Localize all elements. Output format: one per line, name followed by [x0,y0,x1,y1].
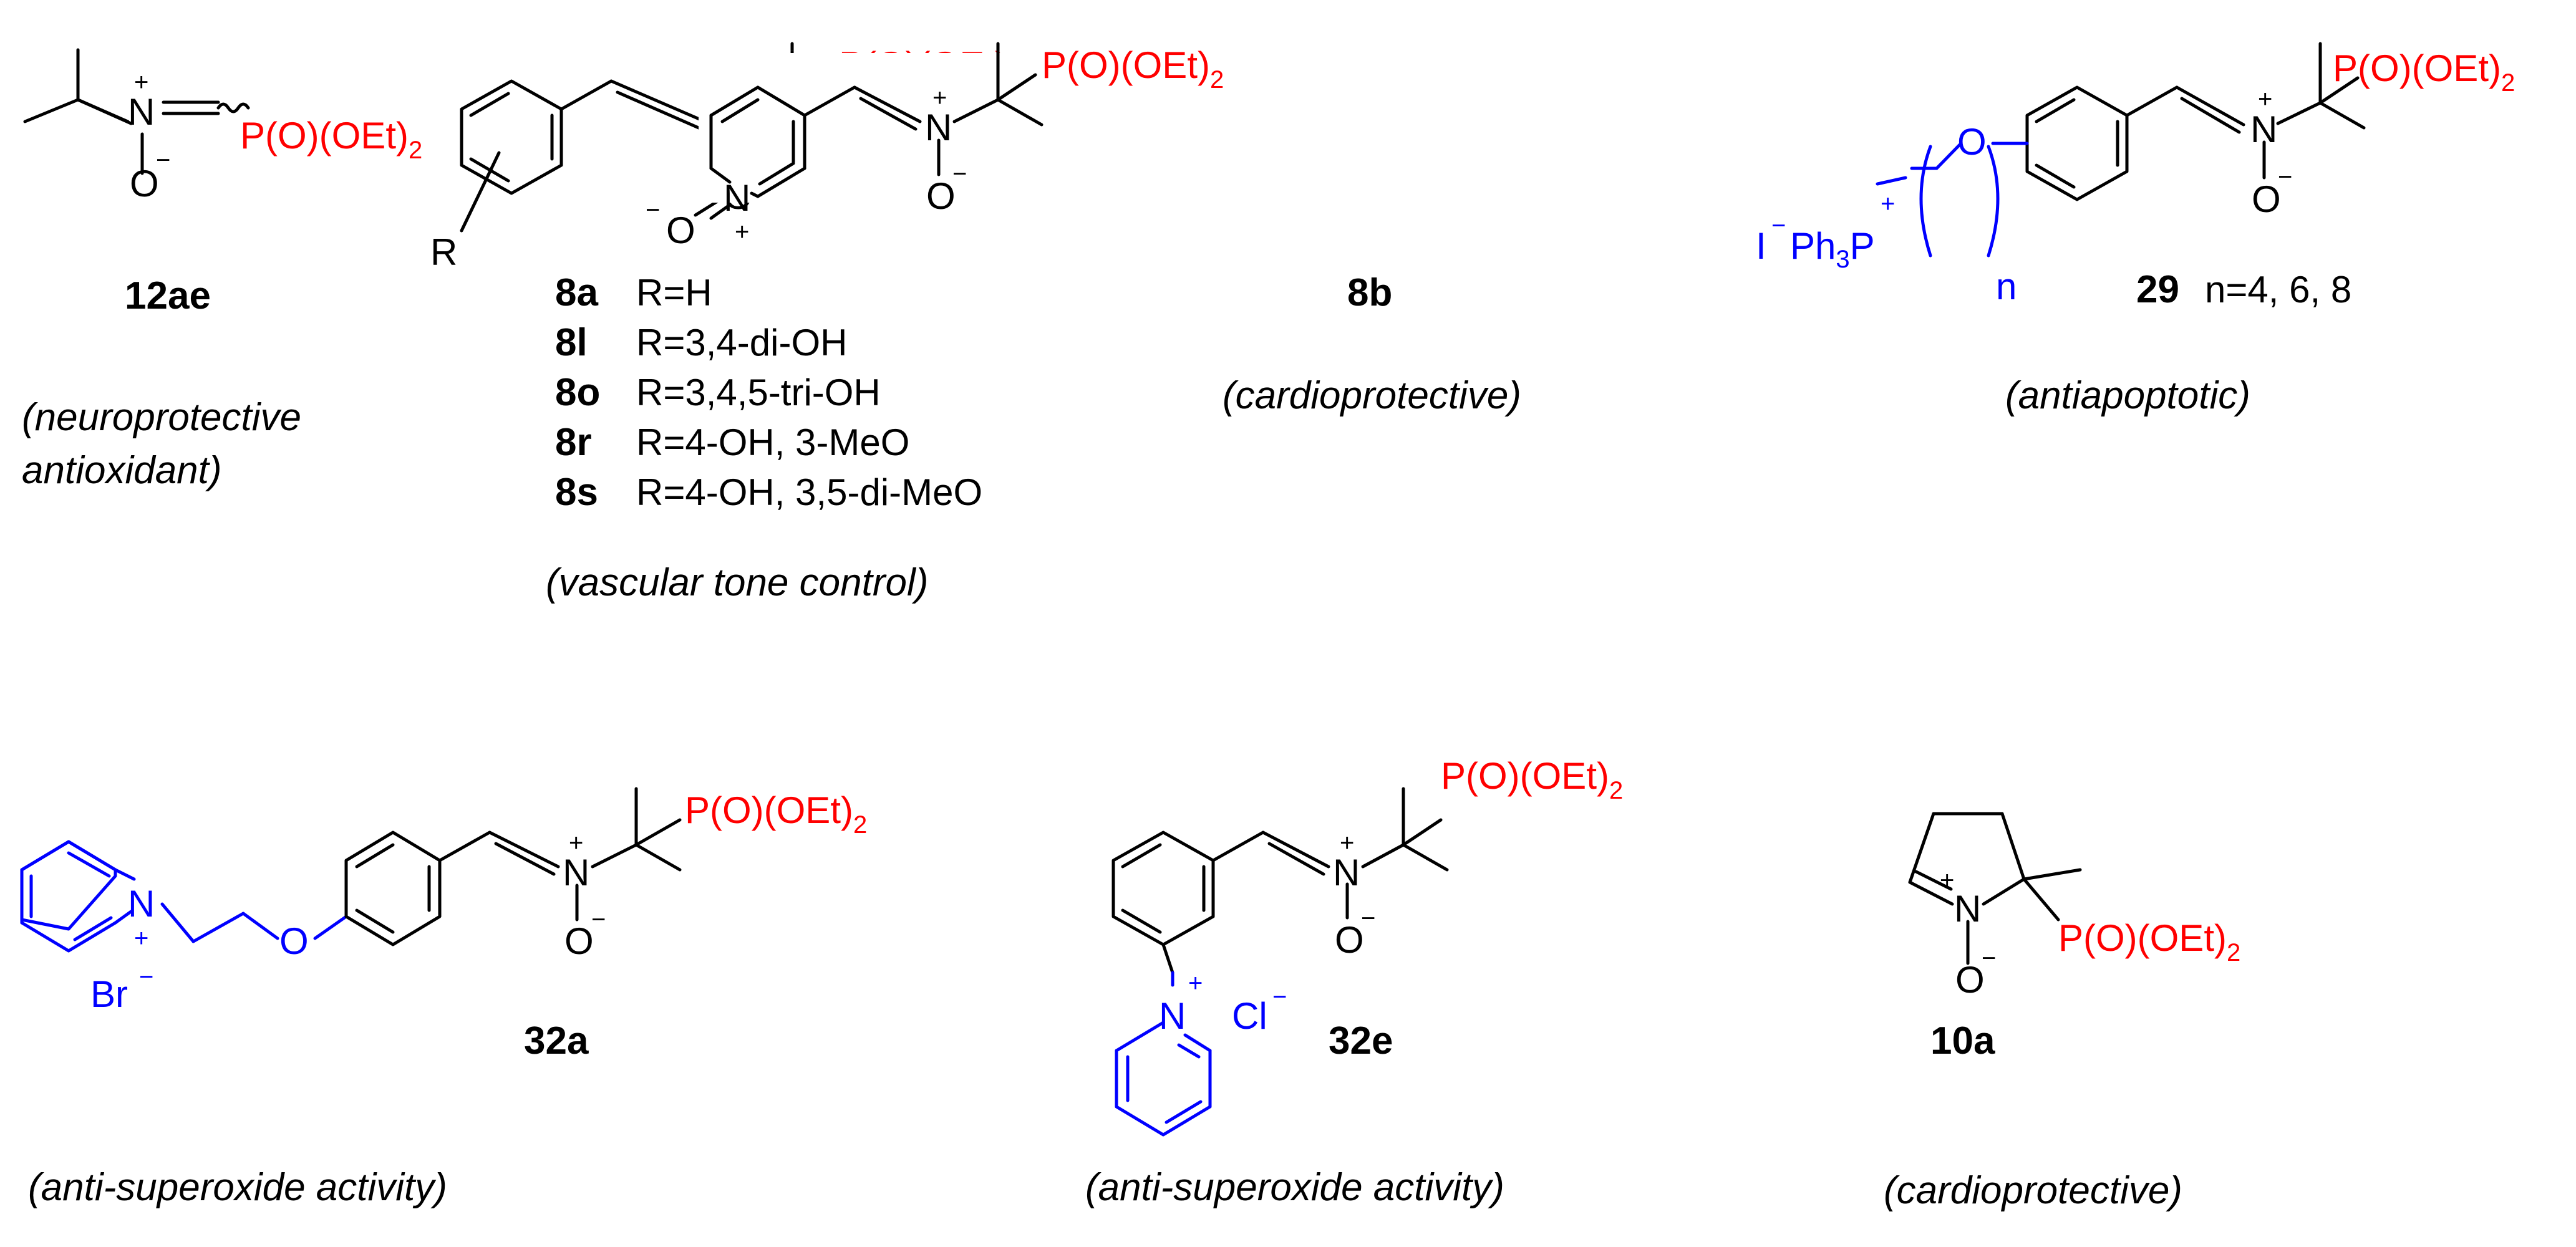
phosphonate-group-12ae: P(O)(OEt)2 [240,115,422,164]
compound-id-10a: 10a [1930,1019,1995,1062]
chloride-counterion: Cl [1232,995,1267,1037]
oxygen-charge-32e: − [1361,905,1375,932]
pyridine-n-oxide-oxygen-8b: O [666,209,695,251]
pyridinium-nitrogen-32a: N [128,883,155,925]
compound-id-8s: 8s [555,471,598,514]
compound-id-29: 29 [2136,268,2179,311]
pyridinium-nitrogen-32e: N [1159,995,1186,1037]
oxygen-charge-32a: − [591,906,606,933]
nitrone-oxygen-8b: O [926,175,956,217]
r-definition-8r: R=4-OH, 3-MeO [636,421,909,463]
nitrone-nitrogen-12ae: N [128,91,155,133]
compound-id-8b: 8b [1347,271,1392,314]
activity-8b: (cardioprotective) [1223,374,1521,417]
nitrogen-charge-32e: + [1340,829,1354,857]
nitrone-oxygen-10a: O [1955,959,1985,1001]
ether-oxygen-29: O [1957,121,1987,163]
oxygen-charge-29: − [2278,163,2292,191]
compound-id-8a: 8a [555,271,598,314]
bonds-29 [2025,42,2366,201]
bromide-counterion: Br [90,973,128,1015]
activity-32a: (anti-superoxide activity) [28,1166,447,1209]
nitrone-oxygen-12ae: O [130,163,159,205]
pyridinium-charge-32a: + [134,925,148,952]
oxygen-charge-12ae: − [156,147,170,174]
oxygen-charge-10a: − [1982,945,1996,972]
compound-32e: N + Cl − N + O − P(O)(OEt)2 32e (anti-su… [1085,755,1623,1209]
nitrone-nitrogen-29: N [2250,108,2277,150]
activity-8-series: (vascular tone control) [546,561,928,604]
compound-8-series: R N + O − P(O)(OEt)2 8a R=H 8l R=3,4-di-… [430,42,1021,604]
bonds-32e [1111,787,1449,1137]
chain-length-values: n=4, 6, 8 [2205,269,2351,311]
r-definition-8o: R=3,4,5-tri-OH [636,372,881,413]
phosphonate-group-32a: P(O)(OEt)2 [685,789,867,839]
triphenylphosphonium: Ph3P [1790,225,1875,273]
compound-id-8o: 8o [555,371,600,414]
nitrone-nitrogen-32e: N [1333,852,1360,893]
nitrogen-charge-32a: + [569,829,583,857]
nitrone-oxygen-32a: O [564,920,594,962]
nitrogen-charge-12ae: + [134,69,148,96]
r-definition-8l: R=3,4-di-OH [636,322,847,364]
activity-12ae-line1: (neuroprotective [22,396,301,439]
phosphonium-charge: + [1881,190,1895,218]
chain-length-n: n [1996,266,2017,307]
bonds-12ae [23,48,250,175]
nitrone-oxygen-32e: O [1335,919,1364,961]
compound-32a-structure: N + O Br − N + O − P(O)(OEt)2 32a (anti-… [20,787,867,1209]
bonds-8b-ring [709,42,1043,220]
compound-12ae: N + O − P(O)(OEt)2 12ae (neuroprotective… [22,48,422,492]
ether-oxygen-32a: O [279,920,309,962]
iodide-charge: − [1771,212,1786,239]
bromide-charge: − [139,963,153,991]
iodide-counterion: I [1756,225,1766,267]
nitrogen-charge-10a: + [1940,867,1954,894]
chloride-charge: − [1272,983,1287,1011]
compound-id-8r: 8r [555,421,592,464]
r-definition-8s: R=4-OH, 3,5-di-MeO [636,471,982,513]
compound-id-32a: 32a [524,1019,589,1062]
phosphonate-group-32e: P(O)(OEt)2 [1441,755,1623,804]
phosphonate-group-10a: P(O)(OEt)2 [2058,917,2240,966]
pyridine-n-oxide-nitrogen-8b: N [724,177,750,219]
nitrone-nitrogen-10a: N [1954,888,1981,930]
nitrone-nitrogen-32a: N [563,852,589,893]
activity-10a: (cardioprotective) [1884,1169,2182,1212]
compound-10a: N + O − P(O)(OEt)2 10a (cardioprotective… [1884,812,2240,1212]
pyridinium-charge-32e: + [1188,970,1203,997]
nitrone-nitrogen-8b: N [925,107,952,148]
pyridine-oxygen-charge-8b: − [646,196,660,224]
nitrone-oxygen-29: O [2252,178,2281,220]
nitrogen-charge-29: + [2258,85,2272,113]
compound-id-12ae: 12ae [125,274,211,317]
phosphonate-group-29: P(O)(OEt)2 [2333,47,2515,97]
bonds-29-linker [1876,142,2029,258]
bonds-10a [1908,812,2082,965]
compound-id-32e: 32e [1329,1019,1393,1062]
pyridine-nitrogen-charge-8b: + [735,218,749,246]
compound-29: O I − Ph3P + n N + O − P(O)(OEt)2 29 n=4… [1756,42,2515,417]
phosphonate-group-8b: P(O)(OEt)2 [1042,44,1224,94]
nitrogen-charge-8b: + [932,84,947,112]
activity-12ae-line2: antioxidant) [22,449,222,492]
compound-id-8l: 8l [555,321,588,364]
activity-29: (antiapoptotic) [2005,374,2250,417]
activity-32e: (anti-superoxide activity) [1085,1166,1504,1209]
r-definition-8a: R=H [636,272,712,314]
oxygen-charge-8b: − [952,160,967,188]
bonds-32a [20,787,682,953]
r-substituent-8: R [430,231,457,273]
